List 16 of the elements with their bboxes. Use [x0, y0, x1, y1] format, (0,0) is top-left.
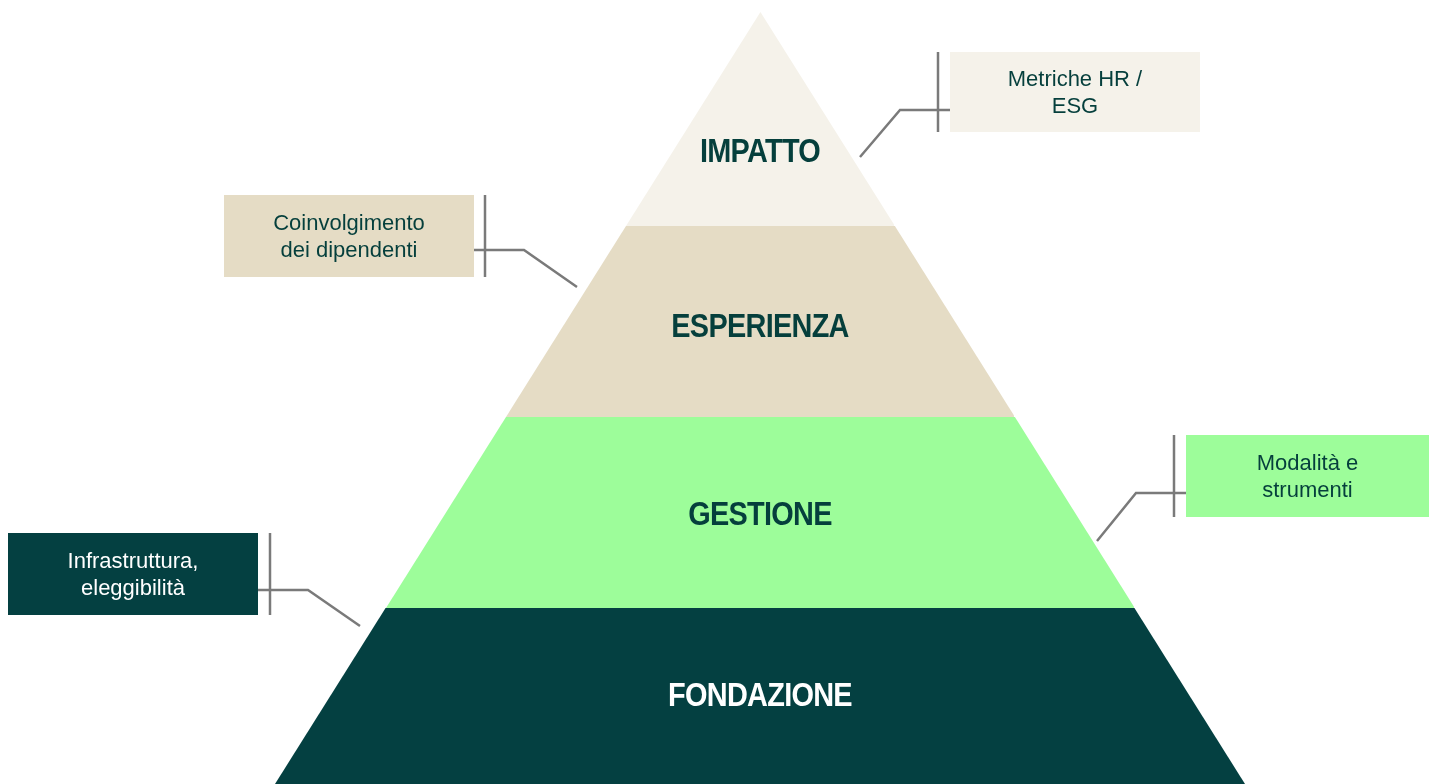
- callout-box: [1186, 435, 1429, 517]
- callout-text: Modalità e strumenti: [1255, 448, 1360, 504]
- leader-line: [859, 108, 950, 158]
- layer-title: GESTIONE: [688, 492, 832, 534]
- callout-text: Coinvolgimento dei dipendenti: [272, 208, 426, 264]
- leader-line: [258, 588, 361, 628]
- leader-line: [1096, 491, 1186, 542]
- callout-text: Infrastruttura, eleggibilità: [66, 546, 200, 602]
- layer-title: IMPATTO: [699, 129, 821, 171]
- leader-line: [474, 248, 578, 289]
- layer-title: ESPERIENZA: [671, 304, 849, 346]
- layer-title: FONDAZIONE: [668, 673, 852, 715]
- callout-text: Metriche HR / ESG: [1006, 64, 1144, 120]
- callout-box: [950, 52, 1200, 132]
- callout-box: [8, 533, 258, 615]
- callout-box: [224, 195, 474, 277]
